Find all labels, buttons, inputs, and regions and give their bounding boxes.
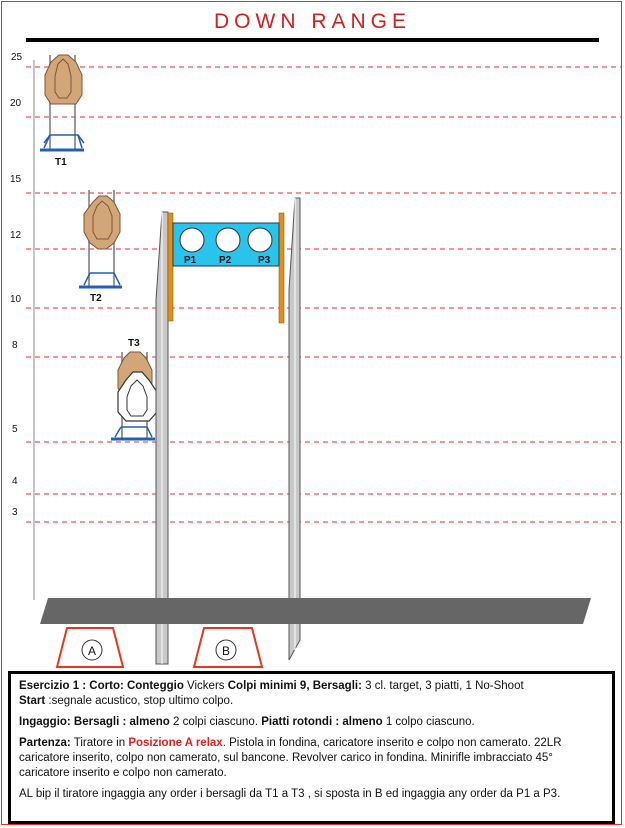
start-position-label: Partenza: [19, 737, 71, 749]
rack-post-left [167, 212, 174, 322]
rack-post-right [278, 212, 285, 324]
scoring-text: Vickers [183, 680, 228, 692]
start-label: Start [19, 695, 46, 707]
distance-label-25: 25 [11, 52, 23, 63]
plate-p2 [215, 227, 241, 253]
distance-labels: 25 20 15 12 10 8 5 4 3 [10, 52, 23, 518]
target-t1: T1 [40, 54, 85, 168]
engagement-text: 2 colpi ciascuno. [169, 716, 262, 728]
info-procedure-line: AL bip il tiratore ingaggia any order i … [19, 788, 561, 800]
shooting-line [40, 598, 591, 624]
target-label-t3: T3 [128, 338, 140, 349]
right-wall [288, 197, 301, 661]
target-label-t1: T1 [55, 157, 67, 168]
info-engagement-line: Ingaggio: Bersagli : almeno 2 colpi cias… [19, 715, 604, 730]
page-title: DOWN RANGE [214, 10, 411, 33]
cardboard-target-t1 [44, 54, 83, 105]
plates-text: 1 colpo ciascuno. [382, 716, 475, 728]
plate-label-p1: P1 [184, 255, 197, 266]
distance-label-10: 10 [10, 294, 22, 305]
distance-label-15: 15 [10, 174, 22, 185]
position-label-a: A [88, 644, 96, 658]
distance-label-12: 12 [10, 230, 22, 241]
target-t3: T3 [111, 338, 158, 441]
distance-label-8: 8 [12, 340, 18, 351]
target-label-t2: T2 [90, 293, 102, 304]
plate-p1 [179, 227, 205, 253]
range-diagram: 25 20 15 12 10 8 5 4 3 T1 [10, 38, 622, 668]
start-position-text-b: . Pistola in fondina, caricatore inserit… [19, 737, 562, 779]
start-position-text-a: Tiratore in [70, 737, 129, 749]
distance-label-5: 5 [12, 424, 18, 435]
engagement-label: Ingaggio: Bersagli : almeno [19, 716, 170, 728]
distance-label-4: 4 [12, 476, 18, 487]
rounds-label: Colpi minimi 9, Bersagli: [227, 680, 362, 692]
range-top-line [26, 38, 599, 42]
target-t2: T2 [79, 190, 122, 304]
plates-label: Piatti rotondi : almeno [261, 716, 383, 728]
stand-t1 [43, 134, 85, 144]
position-b: B [192, 627, 264, 668]
rounds-text: 3 cl. target, 3 piatti, 1 No-Shoot [361, 680, 524, 692]
left-wall [155, 211, 169, 665]
info-exercise-line: Esercizio 1 : Corto: Conteggio Vickers C… [19, 679, 604, 709]
distance-label-20: 20 [10, 98, 22, 109]
plate-rack: P1 P2 P3 [167, 212, 285, 324]
distance-lines [26, 66, 622, 523]
info-start-position-line: Partenza: Tiratore in Posizione A relax.… [19, 736, 604, 781]
start-text: :segnale acustico, stop ultimo colpo. [45, 695, 234, 707]
position-label-b: B [222, 644, 230, 658]
plate-p3 [247, 227, 273, 253]
exercise-label: Esercizio 1 : Corto: Conteggio [19, 680, 184, 692]
distance-label-3: 3 [12, 507, 18, 518]
plate-label-p3: P3 [258, 255, 271, 266]
position-a: A [55, 627, 125, 668]
stage-description-box: Esercizio 1 : Corto: Conteggio Vickers C… [8, 671, 615, 824]
plate-label-p2: P2 [219, 255, 232, 266]
cardboard-target-t2 [83, 195, 121, 250]
start-position-highlight: Posizione A relax [128, 737, 223, 749]
